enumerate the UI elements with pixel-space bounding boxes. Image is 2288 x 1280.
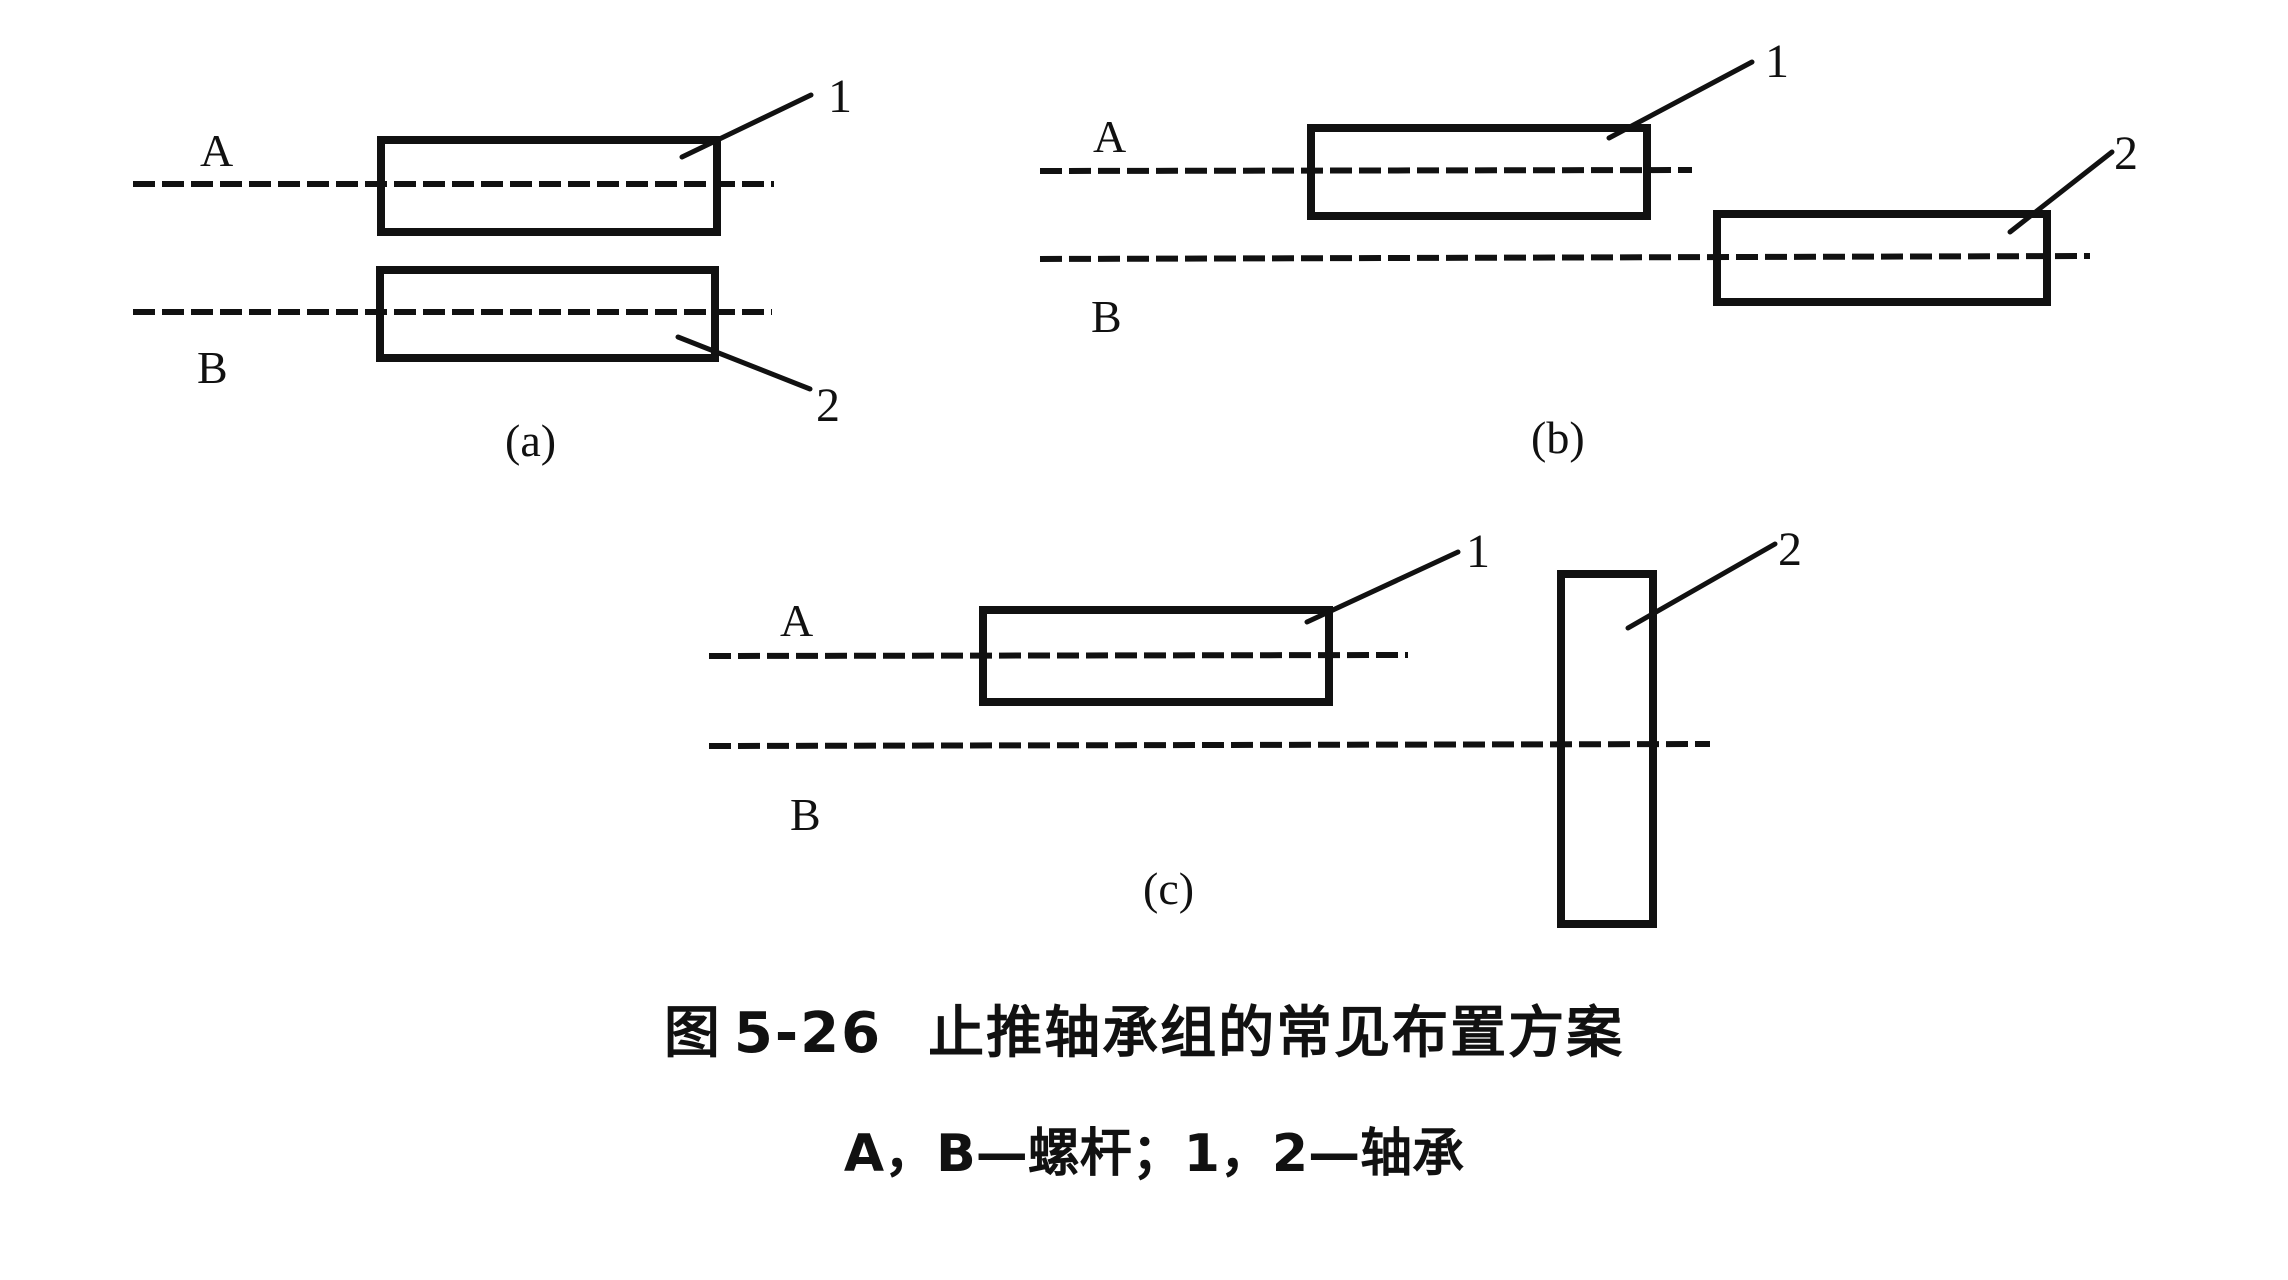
bearing-2 — [376, 266, 719, 362]
bearing-label-2: 2 — [2114, 127, 2138, 180]
figure-title-text: 止推轴承组的常见布置方案 — [928, 1001, 1625, 1066]
screw-label-a: A — [200, 125, 234, 176]
screw-label-b: B — [1091, 291, 1122, 342]
figure-legend: A，B—螺杆；1，2—轴承 — [843, 1124, 1465, 1184]
panel-caption-b: (b) — [1531, 412, 1585, 463]
panel-caption-c: (c) — [1143, 863, 1195, 914]
screw-b-centerline — [708, 741, 1711, 749]
leader-2 — [1625, 541, 1778, 631]
bearing-1 — [1307, 124, 1651, 220]
screw-a-centerline — [708, 652, 1409, 659]
panel-b — [1039, 59, 2115, 306]
leader-1 — [1304, 549, 1461, 625]
bearing-label-2: 2 — [1778, 523, 1802, 576]
bearing-2 — [1713, 210, 2051, 306]
bearing-label-1: 1 — [1765, 35, 1789, 88]
bearing-label-1: 1 — [1466, 525, 1490, 578]
bearing-1 — [979, 606, 1333, 706]
screw-b-centerline — [1039, 253, 2091, 262]
panel-caption-a: (a) — [505, 415, 557, 466]
bearing-1 — [377, 136, 721, 236]
screw-label-b: B — [197, 342, 228, 393]
bearing-label-1: 1 — [828, 70, 852, 123]
bearing-2 — [1557, 570, 1657, 928]
panel-c — [708, 541, 1778, 928]
screw-a-centerline — [1039, 167, 1693, 174]
leader-1 — [1606, 59, 1755, 141]
bearing-label-2: 2 — [816, 379, 840, 432]
screw-label-a: A — [1093, 111, 1127, 162]
leader-2 — [675, 334, 813, 392]
panel-a — [133, 92, 814, 392]
figure-number: 5-26 — [733, 1001, 883, 1066]
screw-label-a: A — [780, 595, 814, 646]
leader-2 — [2007, 149, 2115, 235]
leader-1 — [679, 92, 814, 160]
figure-title-prefix: 图 — [663, 1001, 722, 1066]
screw-label-b: B — [790, 789, 821, 840]
